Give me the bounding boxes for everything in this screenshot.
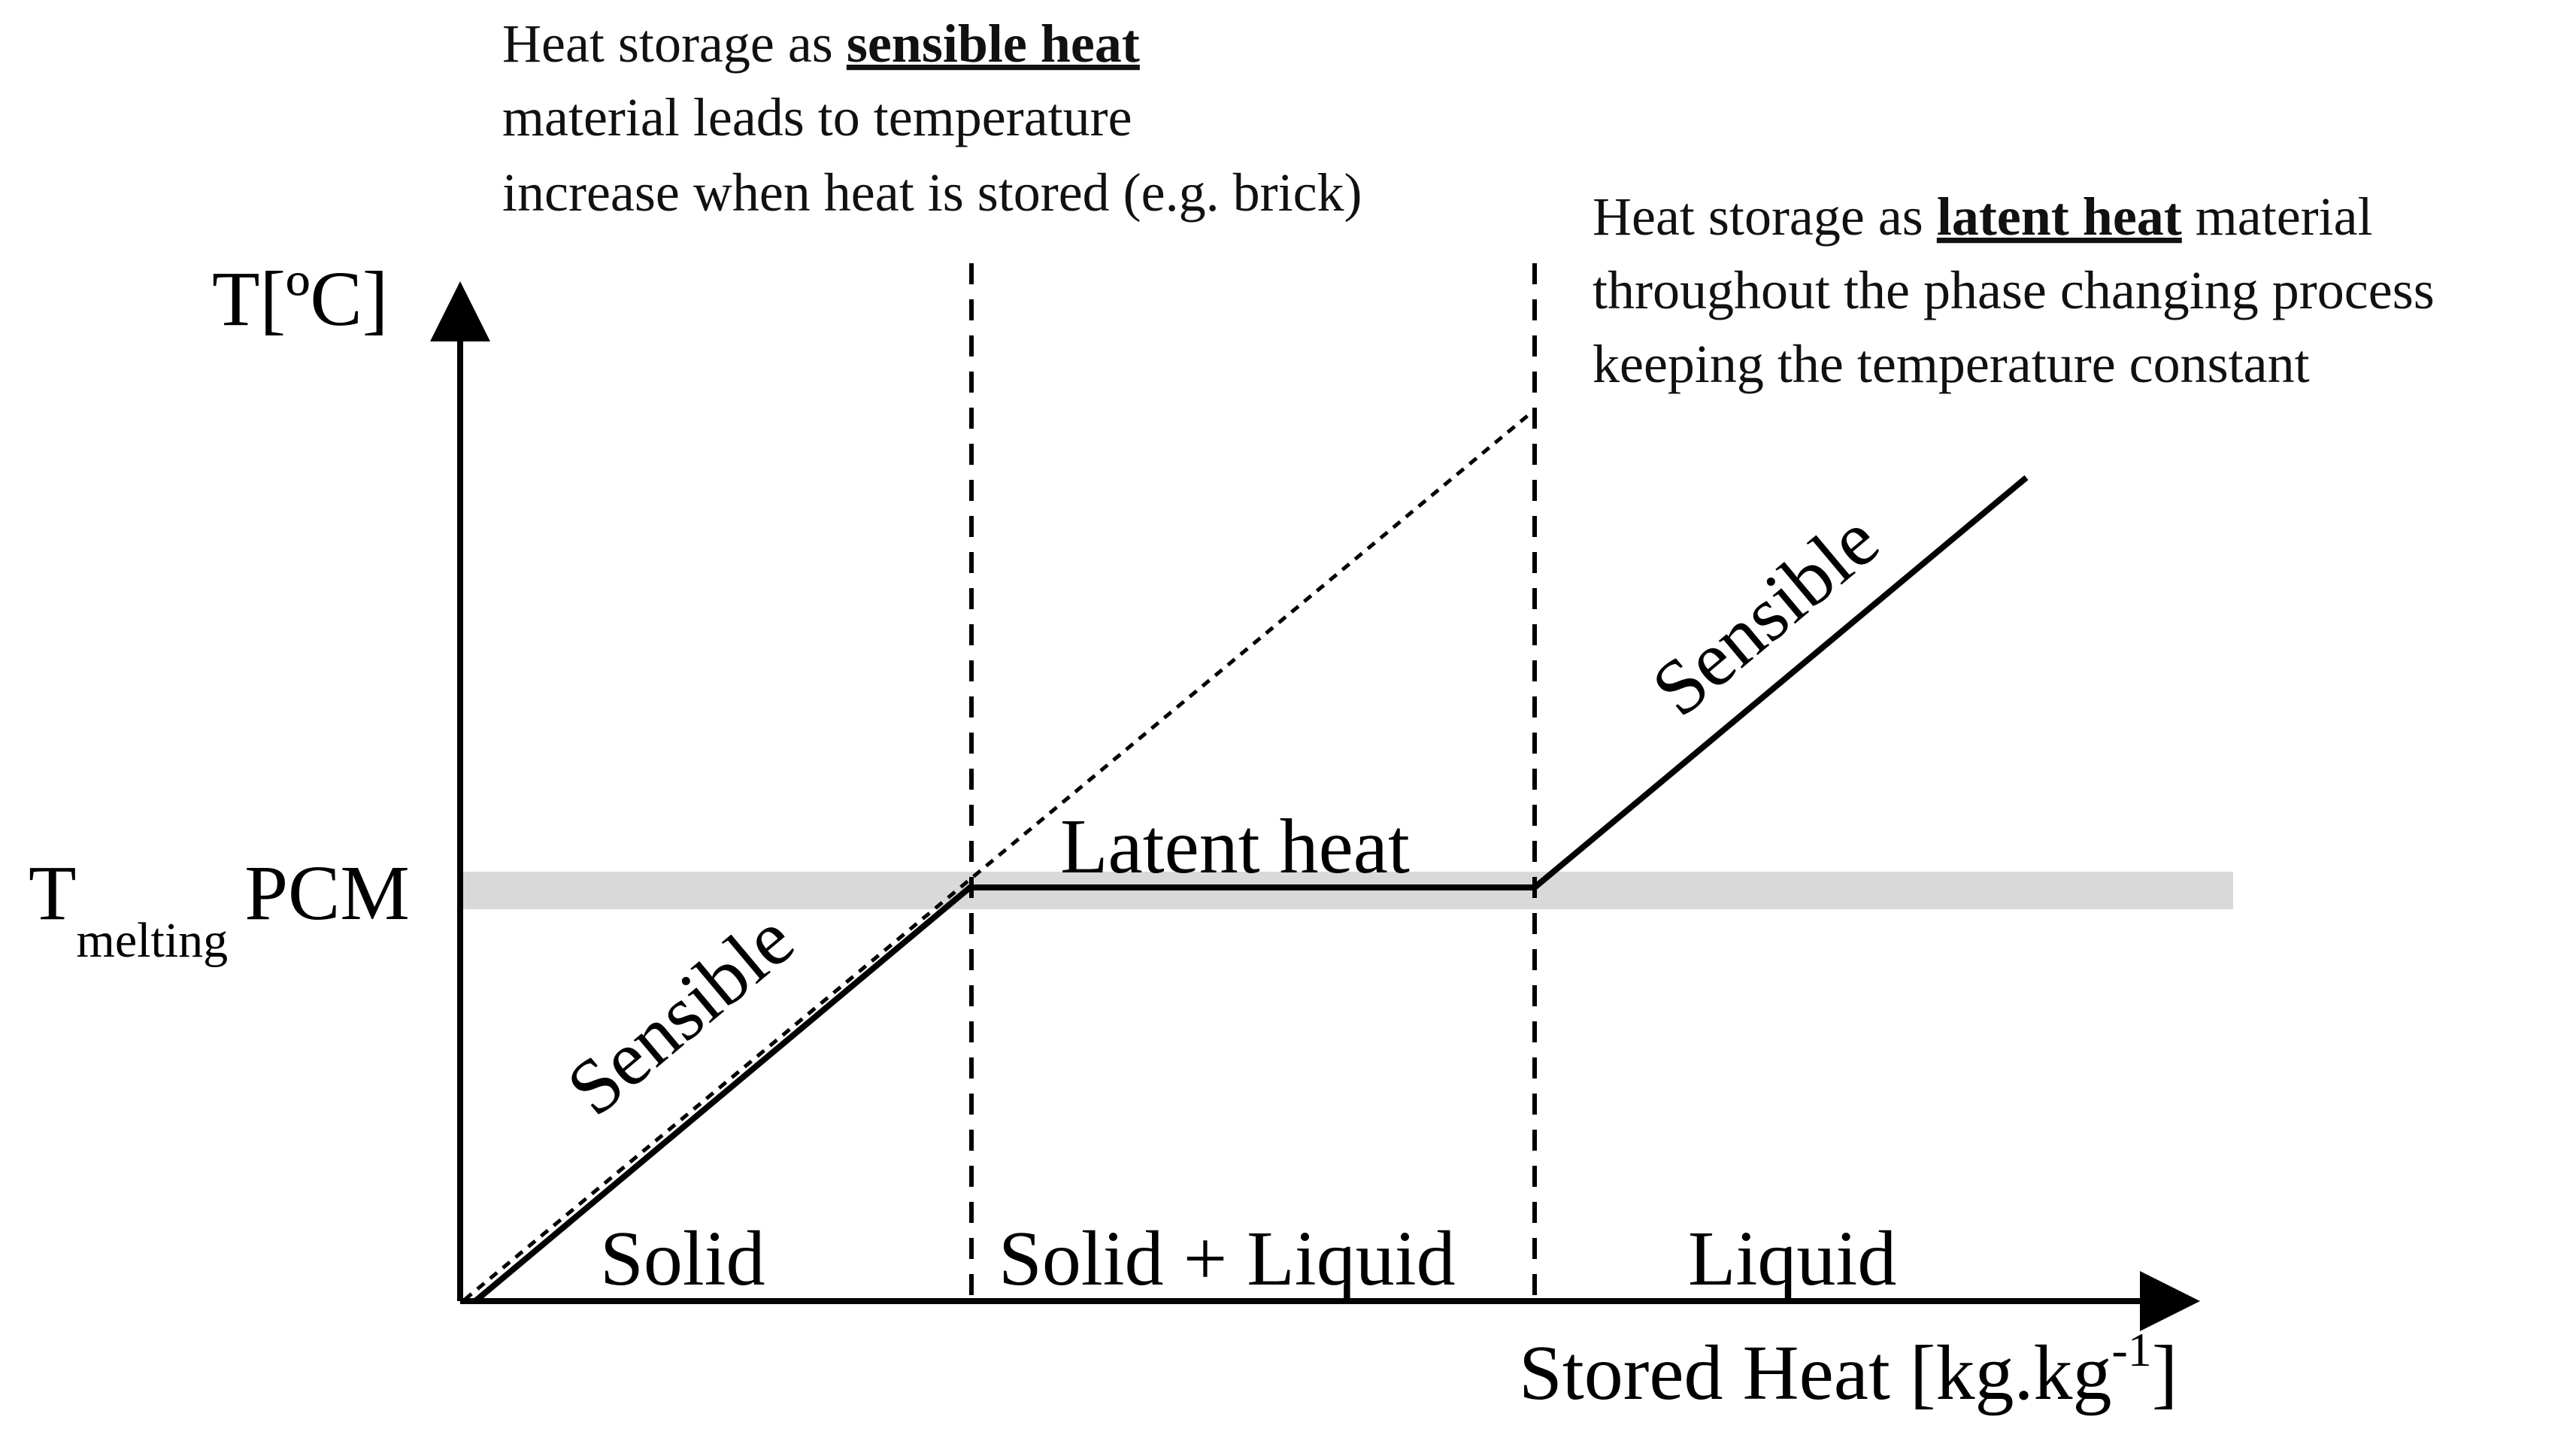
sensible-heat-note: Heat storage as sensible heat material l… — [502, 14, 1362, 223]
latent-note-emphasis: latent heat — [1937, 187, 2182, 247]
melting-label-t: T — [29, 850, 77, 936]
phase-label-solid: Solid — [600, 1215, 765, 1302]
x-axis-label-close: ] — [2152, 1330, 2178, 1416]
x-axis-label-superscript: -1 — [2111, 1323, 2151, 1376]
sensible-note-line1: Heat storage as sensible heat — [502, 14, 1140, 74]
sensible-note-line2: material leads to temperature — [502, 87, 1132, 147]
y-axis-label: T[ºC] — [212, 256, 388, 342]
latent-note-line3: keeping the temperature constant — [1593, 334, 2310, 394]
phase-label-solid-liquid: Solid + Liquid — [999, 1215, 1456, 1302]
latent-note-line2: throughout the phase changing process — [1593, 260, 2435, 320]
latent-heat-label: Latent heat — [1060, 803, 1410, 890]
melting-temperature-label: Tmelting PCM — [29, 850, 410, 968]
x-axis-label: Stored Heat [kg.kg-1] — [1519, 1323, 2177, 1416]
pcm-curve — [473, 475, 2029, 1304]
latent-note-line1: Heat storage as latent heat material — [1593, 187, 2373, 247]
melting-label-pcm: PCM — [244, 850, 410, 936]
sensible-solid-label: Sensible — [551, 896, 810, 1133]
sensible-note-emphasis: sensible heat — [847, 14, 1140, 74]
x-axis-label-main: Stored Heat [kg.kg — [1519, 1330, 2111, 1416]
melting-label-subscript: melting — [77, 913, 229, 968]
sensible-note-line3: increase when heat is stored (e.g. brick… — [502, 162, 1362, 223]
phase-label-liquid: Liquid — [1688, 1215, 1896, 1302]
sensible-material-curve — [463, 408, 1536, 1301]
latent-heat-note: Heat storage as latent heat material thr… — [1593, 187, 2448, 394]
